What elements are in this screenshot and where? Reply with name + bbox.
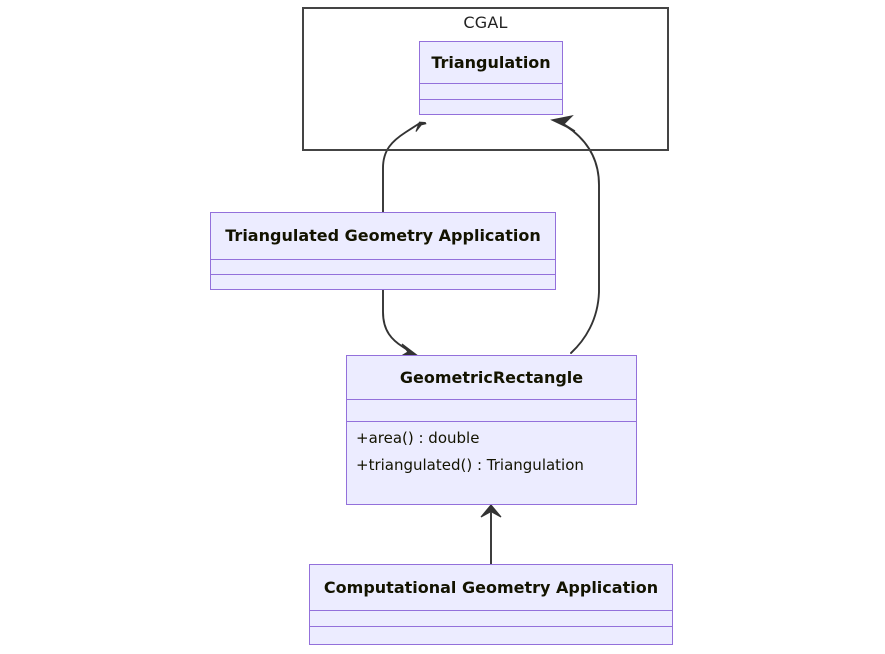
edge-tga-to-geometricrectangle — [382, 289, 420, 359]
class-name-geometric-rectangle: GeometricRectangle — [347, 356, 636, 401]
class-method-area: +area() : double — [356, 429, 480, 447]
class-attributes-geometric-rectangle — [347, 400, 636, 422]
class-node-computational-geometry-application[interactable]: Computational Geometry Application — [309, 564, 673, 645]
class-methods-computational-geometry-application — [310, 627, 672, 644]
class-methods-triangulated-geometry-application — [211, 275, 555, 289]
class-node-geometric-rectangle[interactable]: GeometricRectangle +area() : double +tri… — [346, 355, 637, 505]
class-attributes-triangulated-geometry-application — [211, 260, 555, 276]
class-attributes-triangulation — [420, 84, 562, 101]
class-name-triangulation: Triangulation — [420, 42, 562, 84]
class-name-triangulated-geometry-application: Triangulated Geometry Application — [211, 213, 555, 260]
class-methods-geometric-rectangle: +area() : double +triangulated() : Trian… — [347, 422, 636, 504]
class-node-triangulated-geometry-application[interactable]: Triangulated Geometry Application — [210, 212, 556, 290]
edge-geometricrectangle-to-triangulation — [550, 115, 600, 354]
class-attributes-computational-geometry-application — [310, 611, 672, 628]
class-method-triangulated: +triangulated() : Triangulation — [356, 456, 584, 474]
package-cgal-label: CGAL — [463, 13, 508, 32]
class-methods-triangulation — [420, 100, 562, 114]
edge-cga-to-geometricrectangle — [480, 504, 502, 565]
class-name-computational-geometry-application: Computational Geometry Application — [310, 565, 672, 611]
class-node-triangulation[interactable]: Triangulation — [419, 41, 563, 115]
package-cgal: CGAL — [302, 7, 669, 151]
